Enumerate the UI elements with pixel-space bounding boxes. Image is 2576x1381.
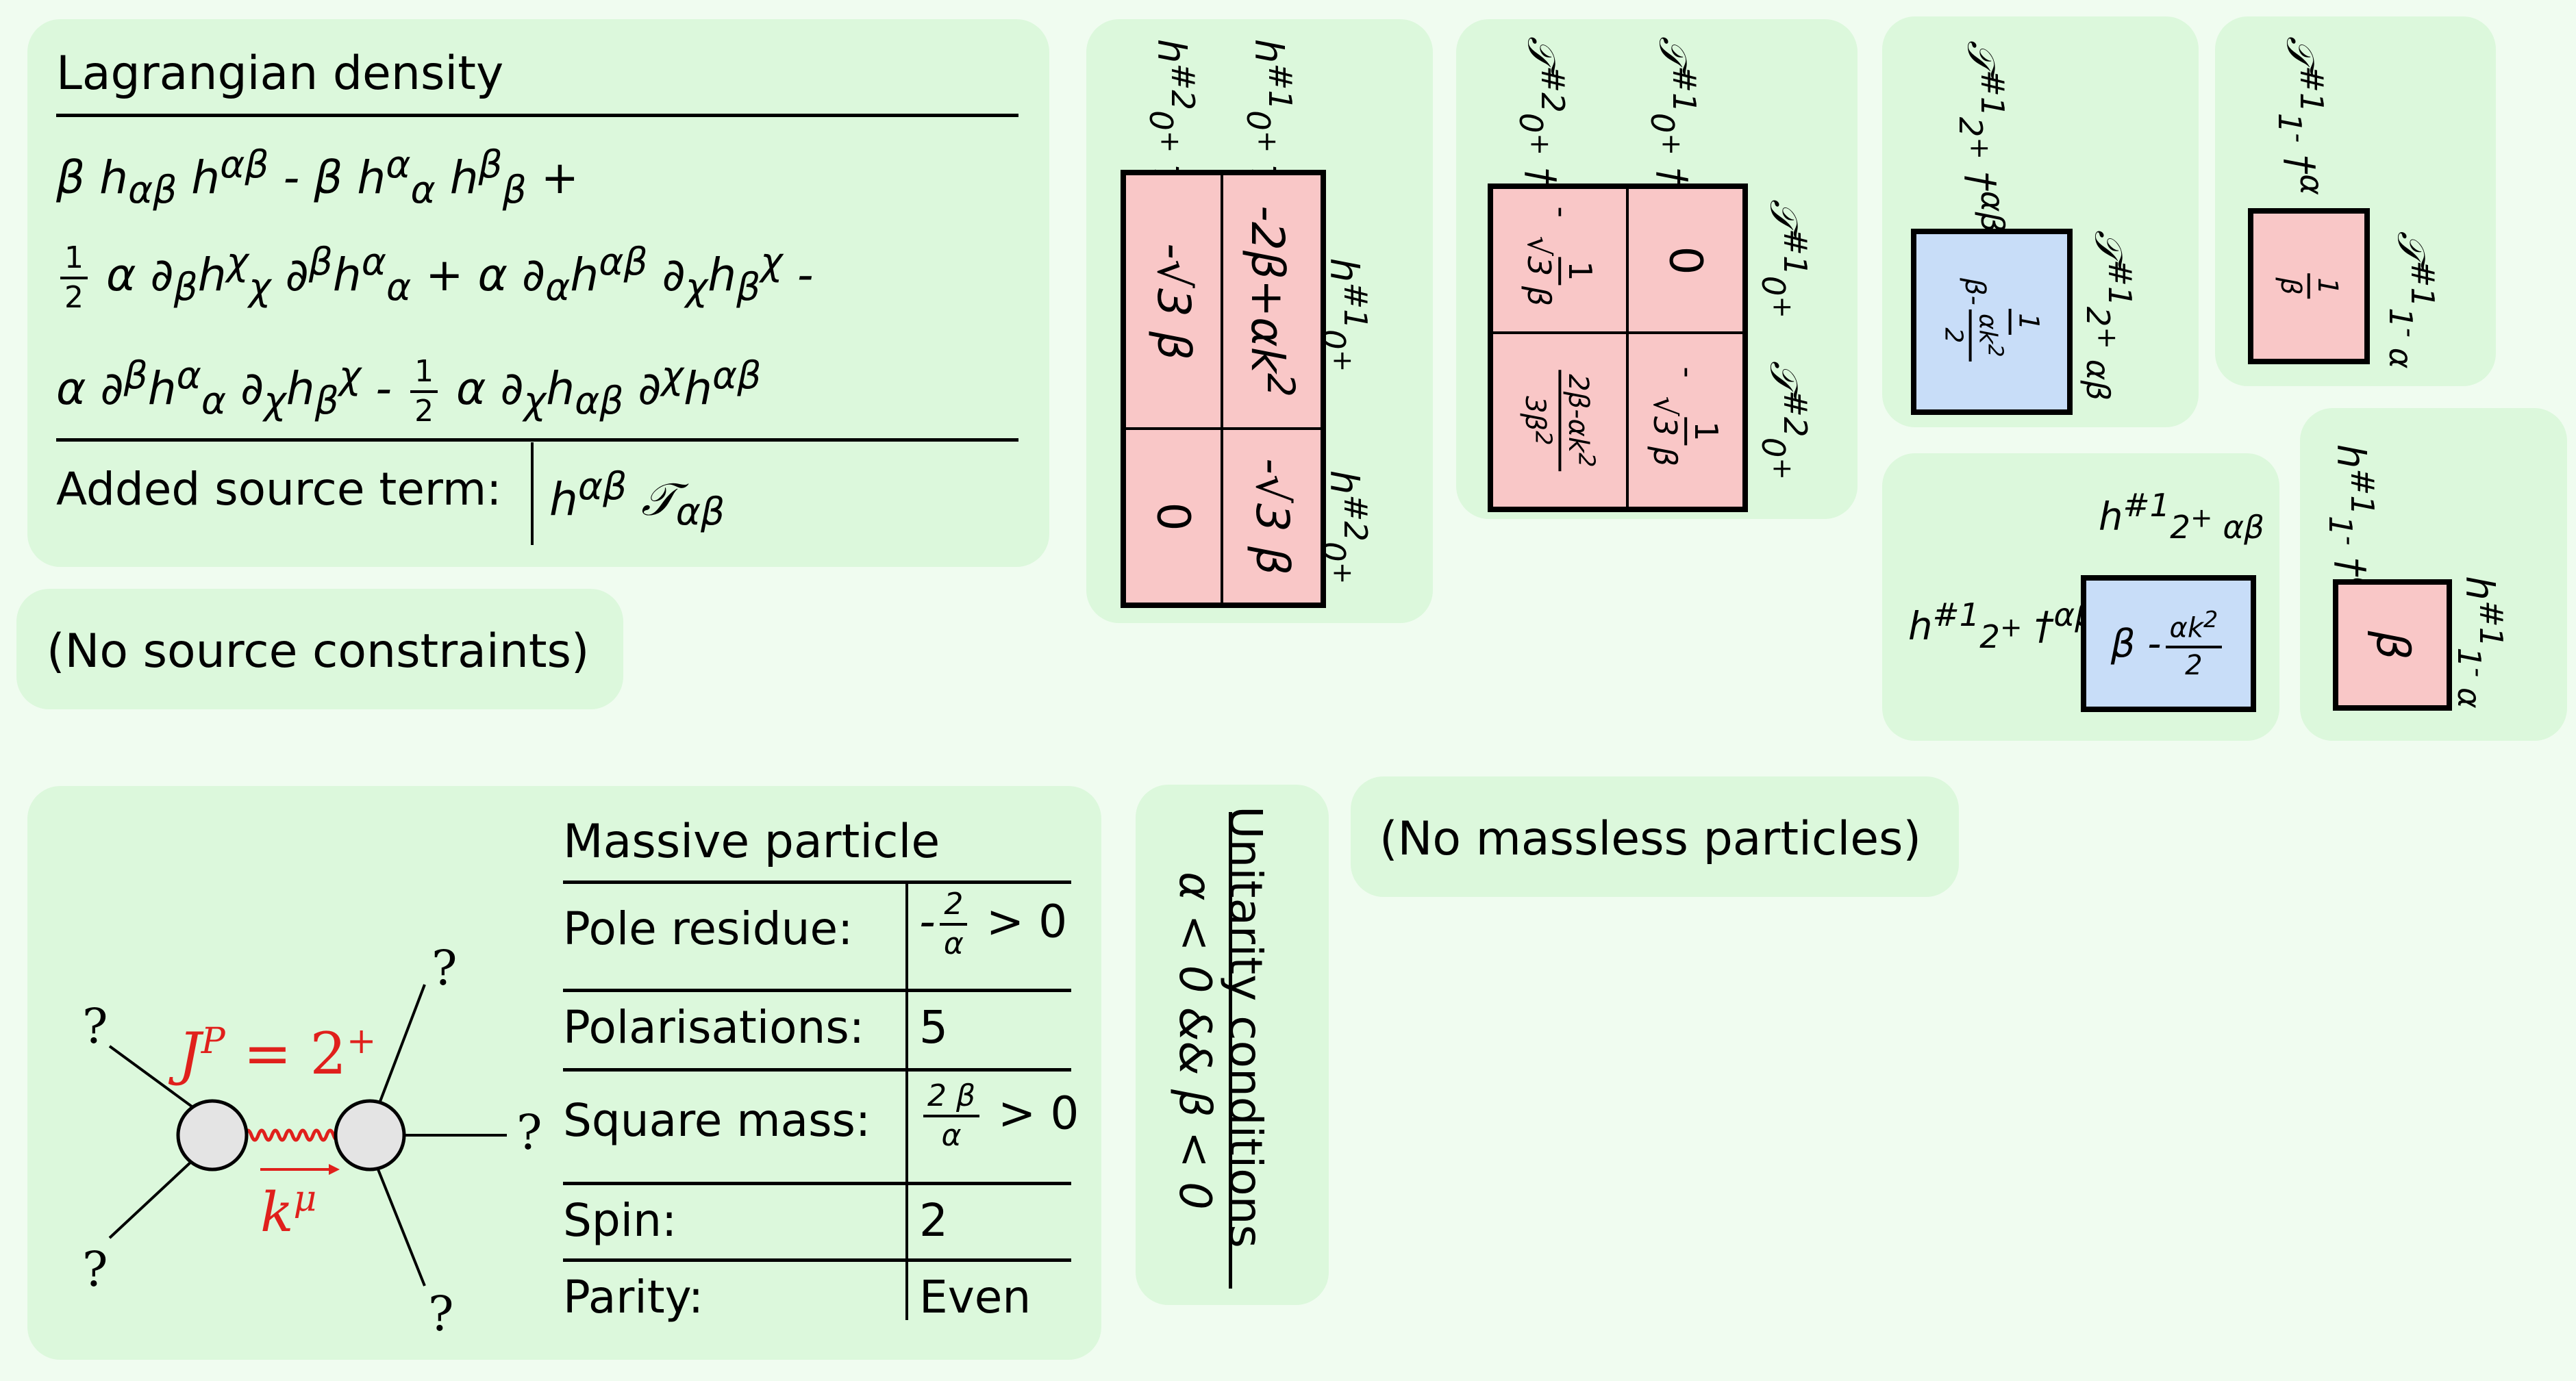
h0-cell-1-2: -√3 β <box>1245 457 1299 575</box>
polarisations-value: 5 <box>919 1001 948 1054</box>
h1-matrix: β <box>2333 579 2452 711</box>
lagrangian-title: Lagrangian density <box>56 47 504 101</box>
momentum-label: kμ <box>260 1178 316 1244</box>
T0-cell-2-1: - 1√3 β <box>1493 189 1629 334</box>
h1-matrix-panel: h#11- †α β h#11- α <box>2300 408 2567 741</box>
unknown-mark-4: ? <box>516 1104 542 1161</box>
source-term-expression: hαβ 𝒯αβ <box>549 464 725 534</box>
source-term-label: Added source term: <box>56 463 502 516</box>
h1-cell: β <box>2366 630 2419 660</box>
unitarity-condition: α < 0 && β < 0 <box>1169 872 1220 1210</box>
T1-row-label: 𝒯#11- α <box>2381 231 2440 369</box>
T2-col-label: 𝒯#12+ †αβ <box>1951 40 2010 233</box>
unknown-mark-1: ? <box>82 998 108 1054</box>
h2-row-label: h#12+ †αβ <box>1908 597 2095 656</box>
source-term-divider <box>531 442 534 545</box>
particle-rule-3 <box>563 1182 1071 1185</box>
lagrangian-title-rule <box>56 114 1018 117</box>
h0-col-label-2: h#20+ † <box>1142 38 1201 185</box>
parity-value: Even <box>919 1271 1031 1323</box>
particle-divider <box>905 882 908 1320</box>
polarisations-label: Polarisations: <box>563 1001 864 1054</box>
source-constraints-text: (No source constraints) <box>47 624 590 679</box>
right-leg-lower <box>368 1148 426 1287</box>
pole-residue-label: Pole residue: <box>563 902 853 955</box>
T1-col-label: 𝒯#11- †α <box>2271 36 2329 195</box>
unitarity-panel: Unitarity conditions α < 0 && β < 0 <box>1136 785 1329 1305</box>
massless-text: (No massless particles) <box>1379 812 1921 866</box>
h0-cell-2-1: -√3 β <box>1126 175 1223 430</box>
h0-cell-2-2: 0 <box>1126 430 1223 603</box>
square-mass-label: Square mass: <box>563 1094 871 1147</box>
particle-title: Massive particle <box>563 815 940 869</box>
h0-row-label-2: h#20+ <box>1314 470 1373 585</box>
particle-panel: JP = 2+ kμ ? ? ? ? ? Massive particle Po… <box>27 786 1101 1360</box>
h0-col-label-1: h#10+ † <box>1239 38 1298 185</box>
spin-label: Spin: <box>563 1194 677 1247</box>
source-constraints-panel: (No source constraints) <box>16 589 623 709</box>
h0-row-label-1: h#10+ <box>1314 257 1373 372</box>
T0-row-label-2: 𝒯#20+ <box>1754 361 1813 480</box>
h2-col-label: h#12+ αβ <box>2099 487 2264 546</box>
h0-cell-1-1: -2β+αk2 <box>1223 175 1321 430</box>
T0-col-label-1: 𝒯#10+ † <box>1643 36 1702 187</box>
h0-matrix: -√3 β -2β+αk2 0 -√3 β <box>1121 170 1326 608</box>
parity-label: Parity: <box>563 1271 704 1323</box>
feynman-diagram: JP = 2+ kμ ? ? ? ? ? <box>82 940 542 1341</box>
unknown-mark-2: ? <box>82 1241 108 1297</box>
lagrangian-panel: Lagrangian density β hαβ hαβ - β hαα hββ… <box>27 19 1049 567</box>
h1-row-label: h#11- α <box>2450 576 2509 709</box>
T0-row-label-1: 𝒯#10+ <box>1754 199 1813 318</box>
lagrangian-source-rule <box>56 438 1018 442</box>
T0-cell-1-1: 0 <box>1629 189 1742 334</box>
h0-matrix-panel: h#20+ † h#10+ † -√3 β -2β+αk2 0 -√3 β h#… <box>1086 19 1433 623</box>
unitarity-rule <box>1229 812 1232 1289</box>
particle-rule-2 <box>563 1068 1071 1072</box>
massless-panel: (No massless particles) <box>1351 776 1959 897</box>
unknown-mark-5: ? <box>428 1286 454 1341</box>
T0-cell-1-2: - 1√3 β <box>1646 366 1725 466</box>
lagrangian-line-1: β hαβ hαβ - β hαα hββ + <box>56 142 579 212</box>
momentum-arrowhead <box>329 1164 340 1175</box>
right-vertex <box>334 1099 406 1171</box>
unknown-mark-3: ? <box>432 940 458 996</box>
T2-row-label: 𝒯#12+ αβ <box>2079 230 2138 401</box>
particle-rule-4 <box>563 1258 1071 1262</box>
particle-rule-1 <box>563 989 1071 992</box>
jp-label: JP = 2+ <box>168 1020 377 1087</box>
h1-col-label: h#11- †α <box>2321 444 2380 598</box>
left-vertex <box>176 1099 249 1171</box>
T0-col-label-2: 𝒯#20+ † <box>1512 36 1571 187</box>
unitarity-title: Unitarity conditions <box>1219 806 1272 1248</box>
particle-rule-0 <box>563 880 1071 884</box>
spin-value: 2 <box>919 1194 948 1247</box>
